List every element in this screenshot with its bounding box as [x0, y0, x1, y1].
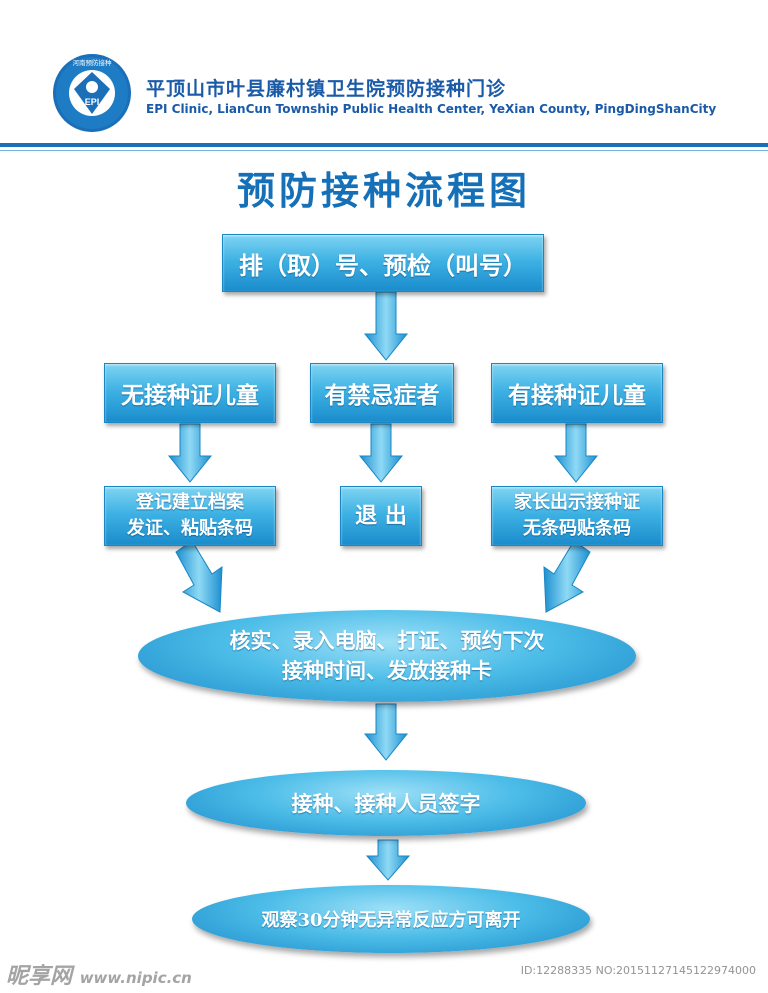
watermark-site-name: 昵享网 — [6, 964, 73, 989]
step-observe: 观察30分钟无异常反应方可离开 — [192, 885, 590, 953]
branch-has-certificate: 有接种证儿童 — [491, 363, 663, 423]
arrow-diagonal-icon — [175, 540, 223, 613]
arrow-diagonal-icon — [543, 540, 591, 613]
verify-line: 核实、录入电脑、打证、预约下次 — [229, 628, 545, 653]
header-divider — [0, 143, 768, 147]
arrow-down-icon — [358, 423, 404, 483]
action-exit: 退 出 — [340, 486, 422, 546]
step-verify-record: 核实、录入电脑、打证、预约下次 接种时间、发放接种卡 — [138, 610, 636, 702]
branch-contraindication: 有禁忌症者 — [310, 363, 454, 423]
branch-no-certificate: 无接种证儿童 — [104, 363, 276, 423]
organization-name-en: EPI Clinic, LianCun Township Public Heal… — [146, 102, 717, 116]
page-header: EPI 河南预防接种 平顶山市叶县廉村镇卫生院预防接种门诊 EPI Clinic… — [0, 0, 768, 151]
watermark-site: 昵享网 www.nipic.cn — [6, 958, 192, 990]
action-show-certificate: 家长出示接种证 无条码贴条码 — [491, 486, 663, 546]
action-line: 登记建立档案 — [136, 492, 244, 513]
arrow-down-icon — [365, 839, 411, 881]
verify-line: 接种时间、发放接种卡 — [282, 658, 492, 683]
watermark-id: ID:12288335 NO:20151127145122974000 — [520, 964, 756, 977]
action-register-issue: 登记建立档案 发证、粘贴条码 — [104, 486, 276, 546]
step-queue-precheck: 排（取）号、预检（叫号） — [222, 234, 544, 292]
watermark-url: www.nipic.cn — [79, 969, 192, 987]
arrow-down-icon — [167, 423, 213, 483]
arrow-down-icon — [363, 703, 409, 761]
seal-center-text: EPI — [85, 97, 100, 107]
organization-name-cn: 平顶山市叶县廉村镇卫生院预防接种门诊 — [146, 78, 507, 100]
header-divider-thin — [0, 150, 768, 151]
action-line: 发证、粘贴条码 — [127, 518, 253, 539]
arrow-down-icon — [553, 423, 599, 483]
step-vaccinate-sign: 接种、接种人员签字 — [186, 770, 586, 836]
page-title: 预防接种流程图 — [236, 168, 531, 213]
action-line: 无条码贴条码 — [523, 518, 631, 539]
action-line: 家长出示接种证 — [514, 492, 640, 513]
arrow-down-icon — [363, 291, 409, 361]
seal-ring-text: 河南预防接种 — [73, 58, 113, 67]
vaccination-seal-icon: EPI 河南预防接种 — [53, 54, 131, 132]
